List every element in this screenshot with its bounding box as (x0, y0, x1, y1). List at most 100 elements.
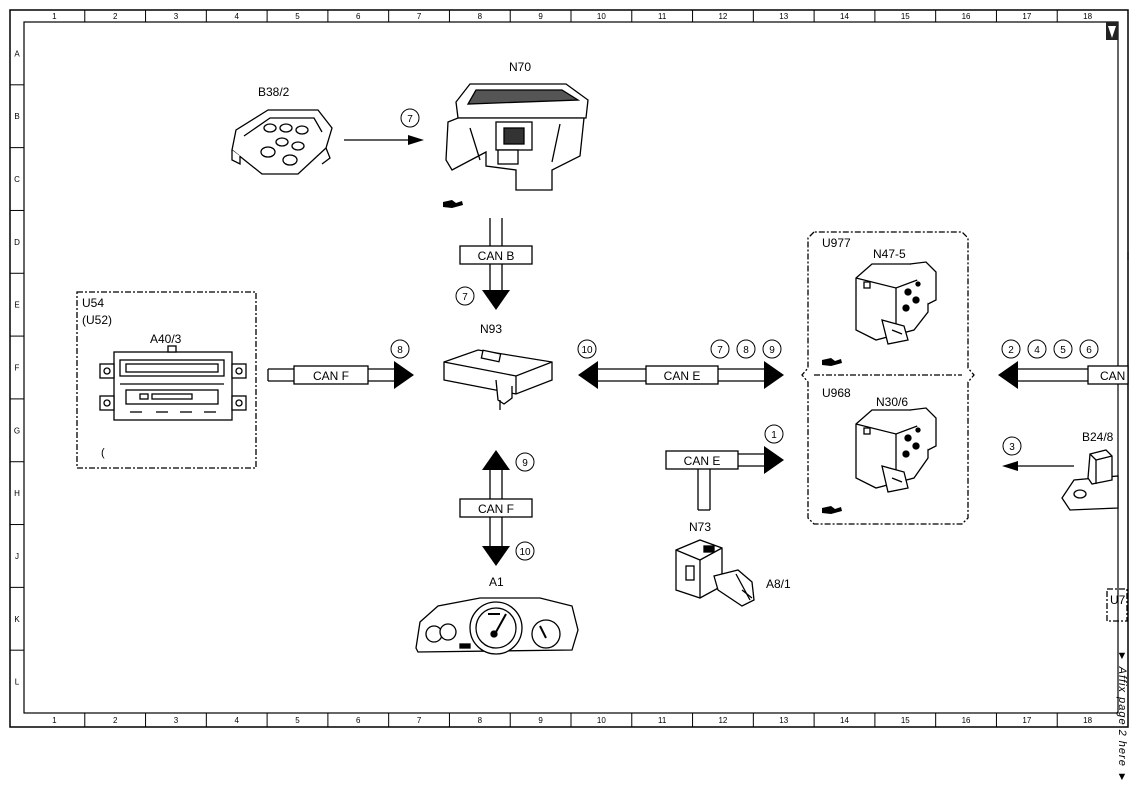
column-label: 4 (234, 716, 239, 725)
marker-b38-n70: 7 (400, 108, 420, 128)
n30-6-esp-unit-icon (855, 407, 937, 493)
column-label: 18 (1083, 12, 1092, 21)
can-f-vertical-label: CAN F (478, 502, 514, 516)
n47-5-hand-pointer-icon (822, 358, 842, 366)
marker-can-f-left: 8 (390, 339, 410, 359)
marker-n73: 1 (764, 424, 784, 444)
row-label: A (14, 49, 20, 58)
svg-text:10: 10 (519, 547, 531, 558)
b38-2-label: B38/2 (258, 85, 290, 99)
column-label: 15 (901, 716, 910, 725)
column-label: 18 (1083, 716, 1092, 725)
svg-text:6: 6 (1086, 345, 1092, 356)
u54-label: U54 (82, 296, 104, 310)
marker-vertical-down: 10 (515, 541, 535, 561)
n93-gateway-module-icon (443, 349, 553, 410)
can-f-left-connection: CAN F (267, 361, 414, 389)
a8-1-label: A8/1 (766, 577, 791, 591)
column-label: 16 (962, 716, 971, 725)
svg-text:1: 1 (771, 430, 777, 441)
a40-3-paren: ( (101, 447, 105, 459)
u968-label: U968 (822, 386, 851, 400)
column-label: 13 (779, 716, 788, 725)
column-label: 7 (417, 12, 422, 21)
corner-mark-icon (1106, 22, 1118, 40)
svg-text:4: 4 (1034, 345, 1040, 356)
column-label: 16 (962, 12, 971, 21)
a1-label: A1 (489, 575, 504, 589)
marker-can-b: 7 (455, 286, 475, 306)
column-label: 7 (417, 716, 422, 725)
svg-text:8: 8 (743, 345, 749, 356)
markers-can-e-right: 7 8 9 (710, 339, 782, 359)
b24-8-sensor-icon (1061, 449, 1119, 511)
column-label: 11 (658, 716, 667, 725)
a1-instrument-cluster-icon (415, 597, 579, 655)
n47-5-label: N47-5 (873, 247, 906, 261)
row-label: E (14, 301, 19, 310)
column-label: 5 (295, 716, 300, 725)
marker-can-e-left: 10 (577, 339, 597, 359)
column-label: 1 (52, 12, 57, 21)
column-label: 14 (840, 12, 849, 21)
column-label: 9 (538, 12, 543, 21)
can-e-n73-label: CAN E (684, 454, 721, 468)
row-label: D (14, 238, 20, 247)
column-label: 6 (356, 12, 361, 21)
row-label: K (14, 615, 20, 624)
n30-6-hand-pointer-icon (822, 506, 842, 514)
can-b-label: CAN B (478, 249, 515, 263)
can-e-right-label: CAN E (664, 369, 701, 383)
column-label: 17 (1022, 716, 1031, 725)
column-label: 9 (538, 716, 543, 725)
column-label: 10 (597, 12, 606, 21)
svg-text:10: 10 (581, 345, 593, 356)
row-label: G (14, 426, 20, 435)
u7-label: U7 (1110, 593, 1126, 607)
svg-text:2: 2 (1008, 345, 1014, 356)
can-edge-connection: CAN (998, 361, 1129, 389)
column-label: 12 (718, 716, 727, 725)
u977-label: U977 (822, 236, 851, 250)
column-label: 3 (174, 12, 179, 21)
column-label: 15 (901, 12, 910, 21)
svg-text:9: 9 (769, 345, 775, 356)
row-label: H (14, 489, 20, 498)
can-f-vertical-connection: CAN F (459, 450, 533, 566)
u54-boundary (76, 291, 257, 469)
can-b-connection: CAN B (459, 218, 533, 310)
svg-text:7: 7 (717, 345, 723, 356)
column-label: 12 (718, 12, 727, 21)
b38-2-sensor-icon (231, 109, 333, 175)
u977-u968-boundary (801, 231, 975, 525)
can-f-left-label: CAN F (313, 369, 349, 383)
column-label: 3 (174, 716, 179, 725)
can-e-n73-connection: CAN E (665, 446, 784, 511)
column-label: 6 (356, 716, 361, 725)
u7-boundary (1106, 588, 1128, 622)
column-label: 5 (295, 12, 300, 21)
column-label: 14 (840, 716, 849, 725)
n70-hand-pointer-icon (443, 200, 463, 208)
column-label: 2 (113, 12, 118, 21)
row-label: J (15, 552, 19, 561)
n93-label: N93 (480, 322, 502, 336)
column-label: 8 (478, 12, 483, 21)
arrow-b24-to-n30 (1002, 461, 1074, 471)
n73-ignition-switch-icon (675, 539, 755, 607)
a40-3-label: A40/3 (150, 332, 182, 346)
column-label: 17 (1022, 12, 1031, 21)
svg-text:3: 3 (1009, 442, 1015, 453)
column-label: 11 (658, 12, 667, 21)
row-label: L (15, 678, 20, 687)
n47-5-hydraulic-unit-icon (855, 261, 937, 345)
column-label: 2 (113, 716, 118, 725)
svg-text:8: 8 (397, 345, 403, 356)
arrow-b38-to-n70 (344, 135, 424, 145)
n70-control-panel-icon (445, 83, 589, 191)
can-e-main-connection: CAN E (578, 361, 784, 389)
column-label: 13 (779, 12, 788, 21)
can-edge-label: CAN (1100, 369, 1125, 383)
